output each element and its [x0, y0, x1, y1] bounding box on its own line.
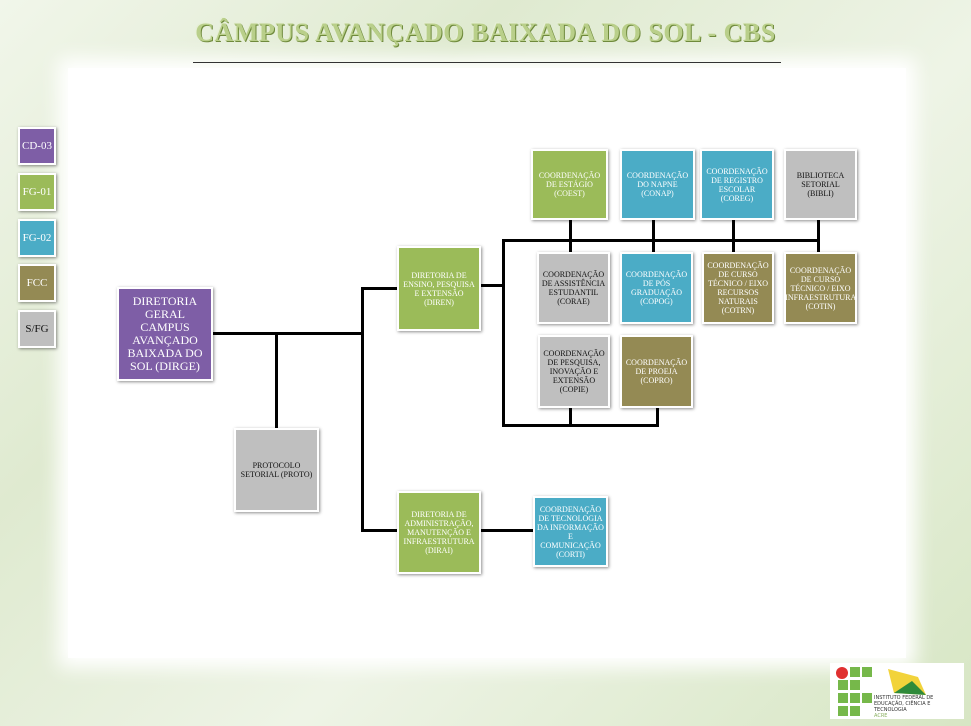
- box-conap: COORDENAÇÃO DO NAPNE (CONAP): [620, 149, 695, 220]
- legend-fg02: FG-02: [18, 219, 56, 257]
- legend-fcc: FCC: [18, 264, 56, 302]
- legend-cd03: CD-03: [18, 127, 56, 165]
- page-title: CÂMPUS AVANÇADO BAIXADA DO SOL - CBS: [195, 18, 776, 47]
- connector: [275, 332, 278, 429]
- connector: [569, 406, 572, 426]
- connector: [361, 287, 398, 290]
- connector: [732, 219, 735, 253]
- logo-line1: INSTITUTO FEDERAL DE: [874, 695, 934, 701]
- title-rule: [193, 62, 781, 63]
- connector: [817, 219, 820, 253]
- box-proto: PROTOCOLO SETORIAL (PROTO): [234, 428, 319, 512]
- ifac-logo-mark-icon: [836, 667, 926, 716]
- logo-line3: ACRE: [874, 713, 888, 719]
- connector: [480, 284, 504, 287]
- connector: [480, 529, 534, 532]
- connector: [502, 239, 820, 242]
- box-dirai: DIRETORIA DE ADMINISTRAÇÃO, MANUTENÇÃO E…: [397, 491, 481, 574]
- connector: [502, 239, 505, 427]
- connector: [569, 219, 572, 253]
- box-copro: COORDENAÇÃO DE PROEJA (COPRO): [620, 335, 693, 408]
- connector: [652, 219, 655, 253]
- legend-fg01: FG-01: [18, 173, 56, 211]
- connector: [656, 406, 659, 426]
- box-coest: COORDENAÇÃO DE ESTÁGIO (COEST): [531, 149, 608, 220]
- box-cotrn: COORDENAÇÃO DE CURSO TÉCNICO / EIXO RECU…: [702, 252, 774, 324]
- legend-sfg: S/FG: [18, 310, 56, 348]
- box-copie: COORDENAÇÃO DE PESQUISA, INOVAÇÃO E EXTE…: [538, 335, 610, 408]
- ifac-logo: INSTITUTO FEDERAL DE EDUCAÇÃO, CIÊNCIA E…: [830, 663, 964, 719]
- box-cotin: COORDENAÇÃO DE CURSO TÉCNICO / EIXO INFR…: [784, 252, 857, 324]
- connector: [212, 332, 363, 335]
- connector: [361, 287, 364, 532]
- box-corti: COORDENAÇÃO DE TECNOLOGIA DA INFORMAÇÃO …: [533, 496, 608, 567]
- box-bibli: BIBLIOTECA SETORIAL (BIBLI): [784, 149, 857, 220]
- box-copog: COORDENAÇÃO DE PÓS GRADUAÇÃO (COPOG): [620, 252, 693, 324]
- connector: [361, 529, 398, 532]
- box-diren: DIRETORIA DE ENSINO, PESQUISA E EXTENSÃO…: [397, 246, 481, 331]
- logo-line2: EDUCAÇÃO, CIÊNCIA E TECNOLOGIA: [874, 701, 931, 713]
- connector: [502, 424, 659, 427]
- box-dirge: DIRETORIA GERAL CAMPUS AVANÇADO BAIXADA …: [117, 287, 213, 381]
- box-coreg: COORDENAÇÃO DE REGISTRO ESCOLAR (COREG): [700, 149, 774, 220]
- box-corae: COORDENAÇÃO DE ASSISTÊNCIA ESTUDANTIL (C…: [537, 252, 610, 324]
